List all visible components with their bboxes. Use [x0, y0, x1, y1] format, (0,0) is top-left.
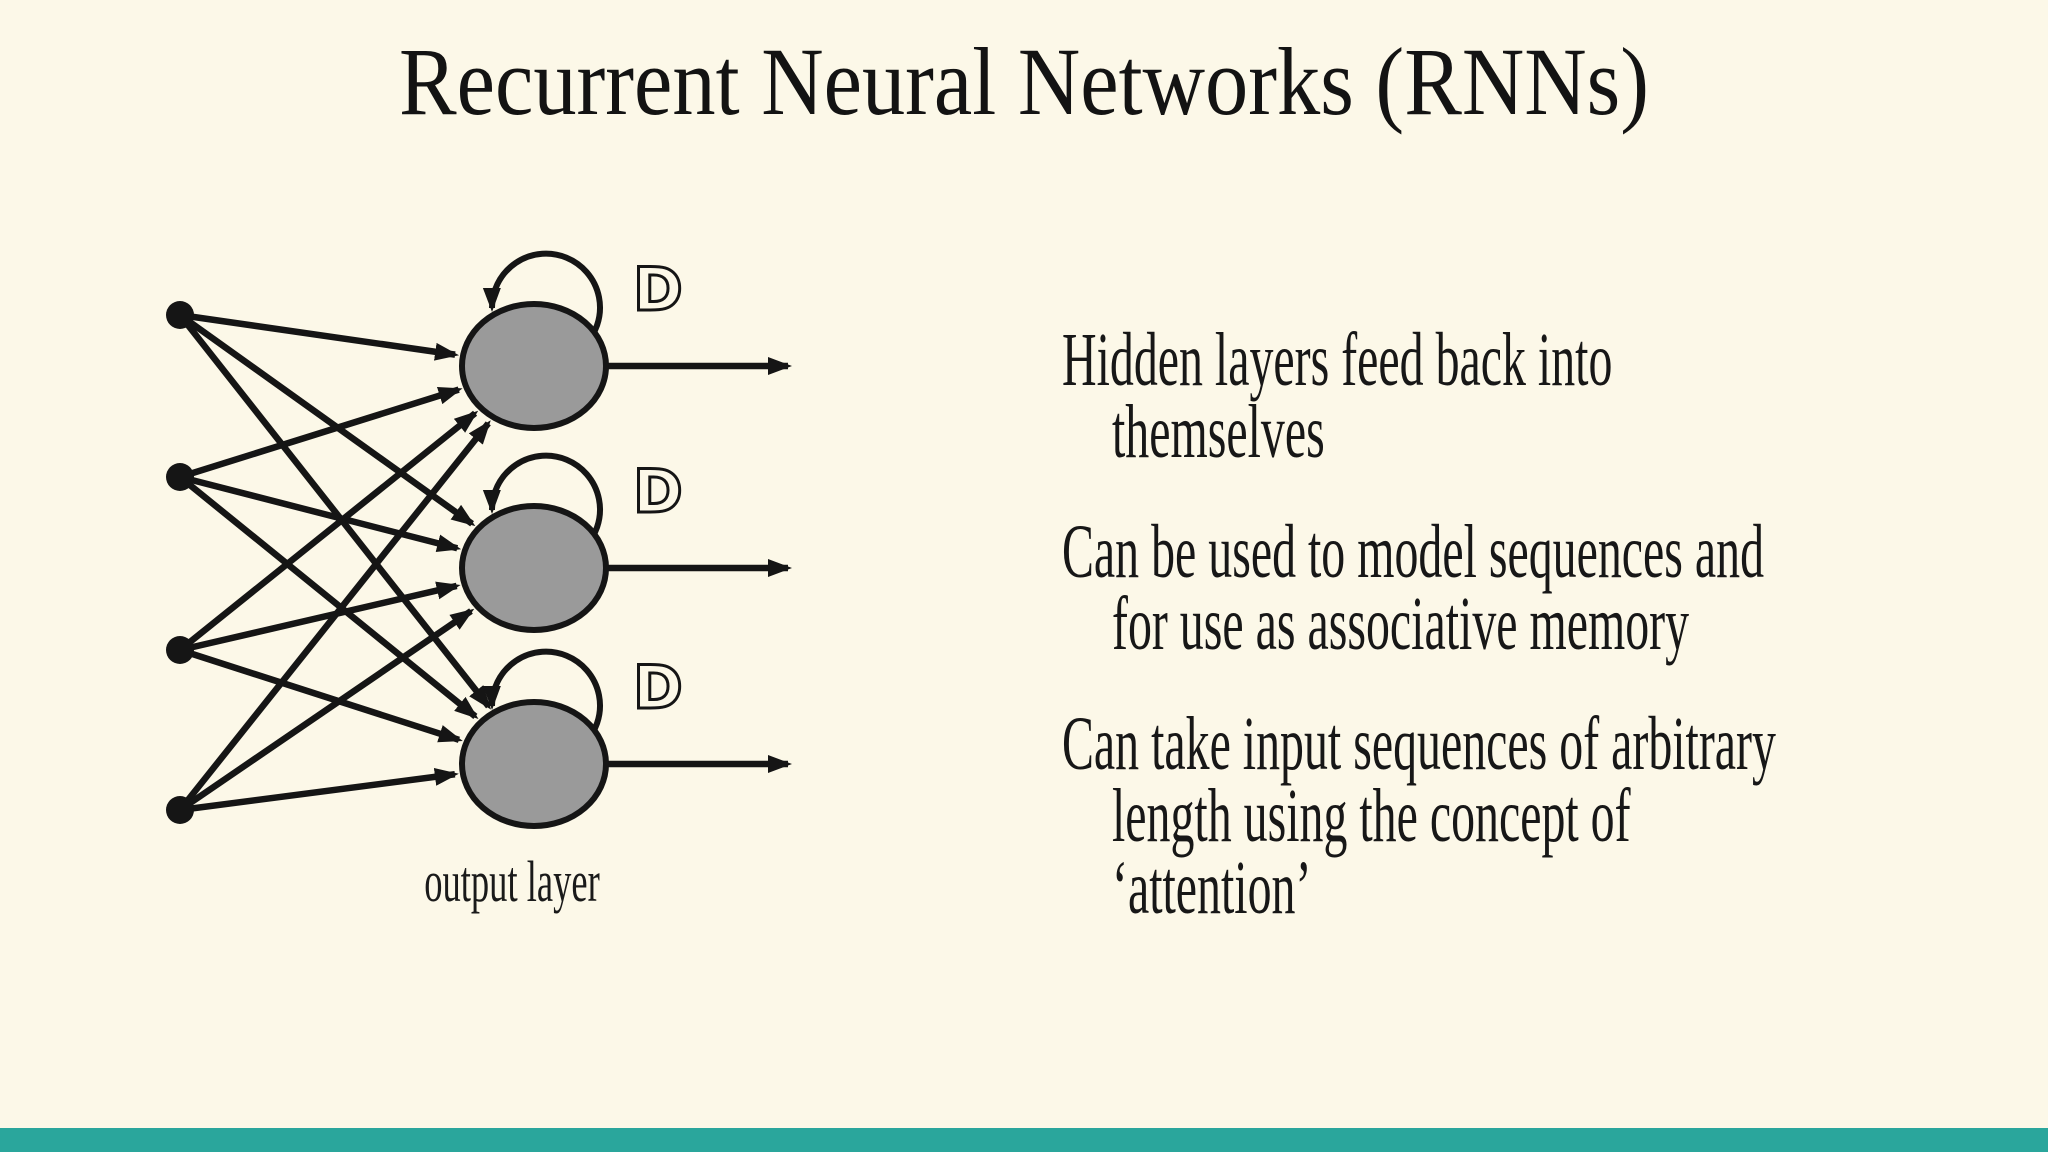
accent-bar	[0, 1128, 2048, 1152]
slide-title: Recurrent Neural Networks (RNNs)	[398, 28, 1650, 135]
connection-arrow-3-2	[179, 581, 461, 654]
self-loop-arrow-2	[482, 452, 603, 551]
self-loop-arrow-1	[482, 250, 603, 349]
connection-arrow-2-1	[179, 386, 463, 481]
input-node-3	[166, 636, 194, 664]
bullet-2-line-1: Can be used to model sequences and	[1062, 510, 1765, 594]
bullet-2-line-2: for use as associative memory	[1112, 582, 1690, 666]
neuron-2	[459, 503, 609, 633]
connection-arrow-1-1	[179, 311, 460, 361]
neuron-1	[459, 301, 609, 431]
connection-arrow-4-3	[179, 767, 459, 814]
connection-arrow-4-2	[178, 608, 475, 813]
delay-label-3: D	[633, 653, 683, 723]
bullet-1-line-1: Hidden layers feed back into	[1062, 318, 1613, 402]
connection-arrow-4-1	[177, 420, 491, 813]
connection-arrow-2-2	[179, 473, 462, 553]
bullet-3-line-1: Can take input sequences of arbitrary	[1062, 702, 1776, 786]
input-node-4	[166, 796, 194, 824]
input-node-1	[166, 301, 194, 329]
bullet-1-line-2: themselves	[1112, 390, 1325, 474]
connection-arrow-1-3	[177, 312, 492, 710]
bullet-3-line-3: ‘attention’	[1112, 846, 1312, 930]
connection-arrow-1-2	[178, 312, 476, 527]
connection-arrow-3-1	[177, 410, 479, 653]
connection-arrow-3-3	[179, 646, 463, 743]
delay-label-2: D	[633, 457, 683, 527]
diagram-caption: output layer	[424, 849, 600, 914]
rnn-diagram: D D D	[166, 250, 792, 829]
connection-arrow-2-3	[177, 474, 479, 719]
delay-label-1: D	[633, 255, 683, 325]
neuron-3	[459, 699, 609, 829]
input-node-2	[166, 463, 194, 491]
bullet-3-line-2: length using the concept of	[1112, 774, 1631, 858]
self-loop-arrow-3	[482, 648, 603, 747]
